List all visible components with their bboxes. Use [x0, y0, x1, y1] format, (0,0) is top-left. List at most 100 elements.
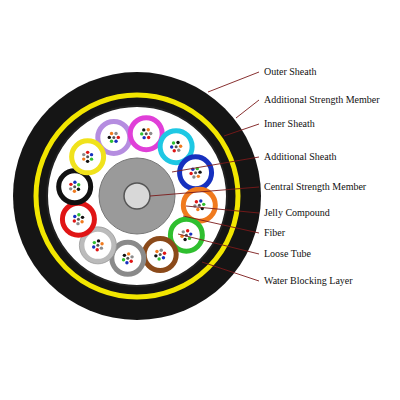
leader-line	[186, 206, 259, 213]
leader-line	[202, 262, 259, 281]
fiber	[96, 248, 99, 251]
fiber	[199, 199, 202, 202]
loose-tube	[59, 171, 91, 203]
leader-line	[172, 157, 259, 172]
fiber	[192, 175, 195, 178]
part-label: Fiber	[262, 227, 287, 239]
part-label: Inner Sheath	[262, 118, 317, 130]
fiber	[162, 256, 165, 259]
fiber	[73, 215, 76, 218]
fiber	[176, 141, 179, 144]
fiber	[198, 204, 201, 207]
fiber	[90, 157, 93, 160]
fiber	[142, 128, 145, 131]
strength-member-ring	[36, 95, 238, 297]
fiber	[92, 245, 95, 248]
part-label: Jelly Compound	[262, 207, 332, 219]
fiber	[149, 132, 152, 135]
fiber	[86, 155, 89, 158]
fiber	[142, 136, 145, 139]
outer-sheath	[13, 72, 261, 320]
fiber	[175, 145, 178, 148]
fiber	[129, 260, 132, 263]
fiber	[117, 136, 120, 139]
fiber	[110, 140, 113, 143]
additional-sheath	[99, 158, 175, 234]
fiber	[77, 213, 80, 216]
fiber	[160, 249, 163, 252]
fiber	[69, 183, 72, 186]
fiber	[170, 145, 173, 148]
fiber	[122, 258, 125, 261]
fiber	[172, 141, 175, 144]
fiber	[100, 246, 103, 249]
fiber	[80, 220, 83, 223]
fiber	[173, 149, 176, 152]
loose-tube	[130, 118, 162, 150]
fiber	[77, 183, 80, 186]
leader-lines	[150, 72, 259, 281]
fiber	[81, 216, 84, 219]
fiber	[154, 254, 157, 257]
fiber	[194, 171, 197, 174]
fiber	[179, 145, 182, 148]
fiber	[73, 181, 76, 184]
fiber	[196, 208, 199, 211]
fiber	[202, 203, 205, 206]
fiber	[76, 222, 79, 225]
fiber	[77, 218, 80, 221]
fiber	[197, 175, 200, 178]
fiber	[73, 219, 76, 222]
fiber	[110, 132, 113, 135]
fiber	[73, 190, 76, 193]
fiber	[100, 242, 103, 245]
fiber	[140, 132, 143, 135]
leader-line	[183, 216, 259, 233]
part-label: Additional Strength Member	[262, 94, 382, 106]
fiber	[147, 136, 150, 139]
fiber	[86, 151, 89, 154]
leader-line	[208, 72, 259, 92]
leader-line	[150, 187, 259, 196]
fiber	[112, 136, 115, 139]
loose-tubes	[59, 118, 216, 275]
fiber	[189, 172, 192, 175]
fiber	[147, 128, 150, 131]
fiber	[114, 132, 117, 135]
fiber	[77, 188, 80, 191]
loose-tube	[72, 141, 104, 173]
fiber	[198, 170, 201, 173]
fiber	[130, 255, 133, 258]
central-strength-member	[124, 183, 150, 209]
part-label: Outer Sheath	[262, 66, 319, 78]
part-label: Water Blocking Layer	[262, 275, 355, 287]
fiber	[195, 200, 198, 203]
leader-line	[224, 124, 259, 136]
loose-tube	[183, 189, 215, 221]
loose-tube	[62, 203, 94, 235]
fiber	[159, 253, 162, 256]
fiber	[182, 230, 185, 233]
fiber	[127, 252, 130, 255]
fiber	[97, 239, 100, 242]
fiber	[69, 187, 72, 190]
fiber	[82, 157, 85, 160]
loose-tube	[180, 157, 212, 189]
fiber	[96, 244, 99, 247]
fiber	[126, 257, 129, 260]
fiber	[155, 250, 158, 253]
fiber	[90, 153, 93, 156]
fiber	[123, 254, 126, 257]
fiber	[177, 149, 180, 152]
fiber	[189, 232, 192, 235]
part-label: Additional Sheath	[262, 151, 339, 163]
fiber	[73, 185, 76, 188]
fiber	[114, 140, 117, 143]
fiber	[86, 160, 89, 163]
fiber	[108, 136, 111, 139]
leader-line	[236, 100, 259, 118]
inner-area	[47, 106, 227, 286]
fiber	[157, 257, 160, 260]
